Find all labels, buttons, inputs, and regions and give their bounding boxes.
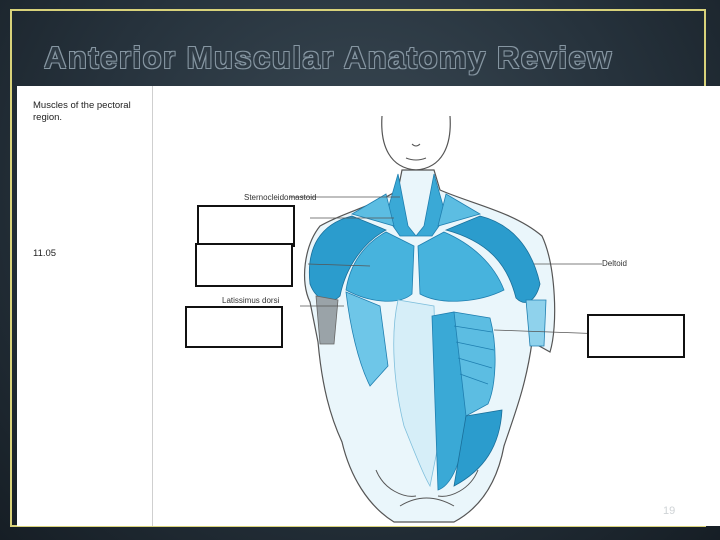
ribs [453, 325, 495, 385]
label-latissimus: Latissimus dorsi [222, 296, 280, 305]
arm-right [525, 299, 547, 347]
serratus-left [345, 291, 389, 387]
torso-illustration: Sternocleidomastoid Deltoid Latissimus d… [154, 86, 720, 526]
rectus-abdominis [393, 299, 439, 488]
answer-box-3[interactable] [185, 306, 283, 348]
pectoralis-right [417, 231, 505, 302]
head-outline [381, 115, 451, 171]
label-sternocleidomastoid: Sternocleidomastoid [244, 193, 317, 202]
figure-panel: Muscles of the pectoral region. 11.05 [17, 86, 720, 526]
arm-left [315, 295, 339, 345]
answer-box-4[interactable] [587, 314, 685, 358]
page-number: 19 [663, 505, 676, 517]
answer-box-1[interactable] [197, 205, 295, 247]
answer-box-2[interactable] [195, 243, 293, 287]
label-deltoid: Deltoid [602, 259, 627, 268]
pelvis-outline [375, 469, 479, 507]
figure-caption: Muscles of the pectoral region. [33, 100, 131, 123]
lower-oblique [453, 409, 503, 487]
internal-oblique [453, 311, 496, 417]
panel-divider [152, 86, 153, 526]
torso-svg [290, 115, 607, 523]
pectoralis-left [345, 231, 415, 302]
figure-number: 11.05 [33, 248, 57, 259]
leader-box2 [307, 263, 371, 267]
slide-title: Anterior Muscular Anatomy Review [44, 40, 613, 75]
